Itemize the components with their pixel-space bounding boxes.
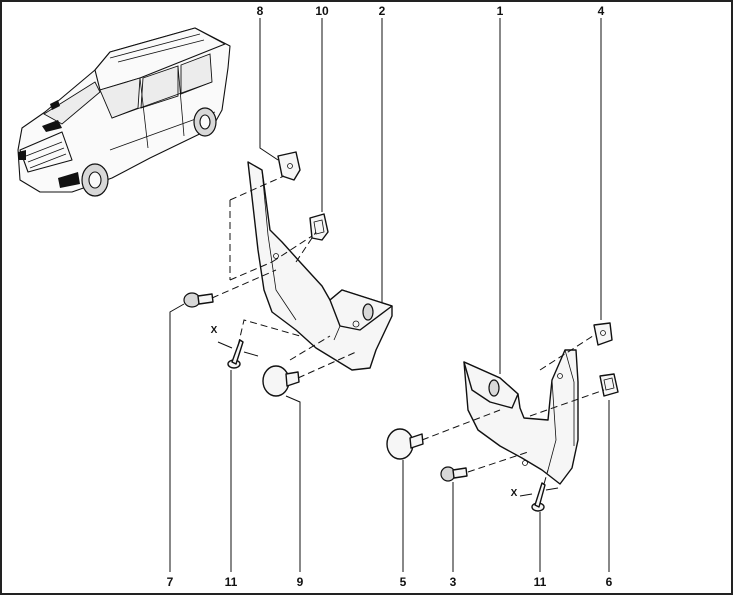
callout-5: 5: [400, 575, 407, 589]
callout-4: 4: [598, 4, 605, 18]
screw-11-left: [227, 339, 244, 369]
callout-3: 3: [450, 575, 457, 589]
x-mark-left: X: [211, 325, 218, 336]
right-mud-flap: [463, 349, 579, 485]
plug-5: [386, 428, 424, 460]
callout-2: 2: [379, 4, 386, 18]
x-mark-right: X: [511, 488, 518, 499]
x-dimension-left: X: [211, 325, 259, 357]
callout-11-right: 11: [534, 575, 547, 589]
callout-1: 1: [497, 4, 504, 18]
callout-8: 8: [257, 4, 264, 18]
callout-6: 6: [606, 575, 613, 589]
clip-nut-10: [309, 213, 329, 241]
bolt-7: [183, 292, 214, 308]
callout-11-left: 11: [225, 575, 238, 589]
callout-10: 10: [315, 4, 329, 18]
vehicle-illustration: [17, 27, 231, 197]
callout-7: 7: [167, 575, 174, 589]
screw-11-right: [531, 482, 546, 512]
callout-9: 9: [297, 575, 304, 589]
left-mud-flap: [247, 161, 393, 371]
assembly-lines: [211, 175, 605, 485]
bracket-clip-8: [277, 151, 301, 181]
bolt-3: [440, 466, 468, 482]
x-dimension-right: X: [511, 487, 559, 499]
clip-nut-6: [599, 373, 619, 397]
leader-lines: [169, 18, 610, 572]
bracket-clip-4: [593, 322, 613, 346]
plug-9: [262, 365, 300, 397]
